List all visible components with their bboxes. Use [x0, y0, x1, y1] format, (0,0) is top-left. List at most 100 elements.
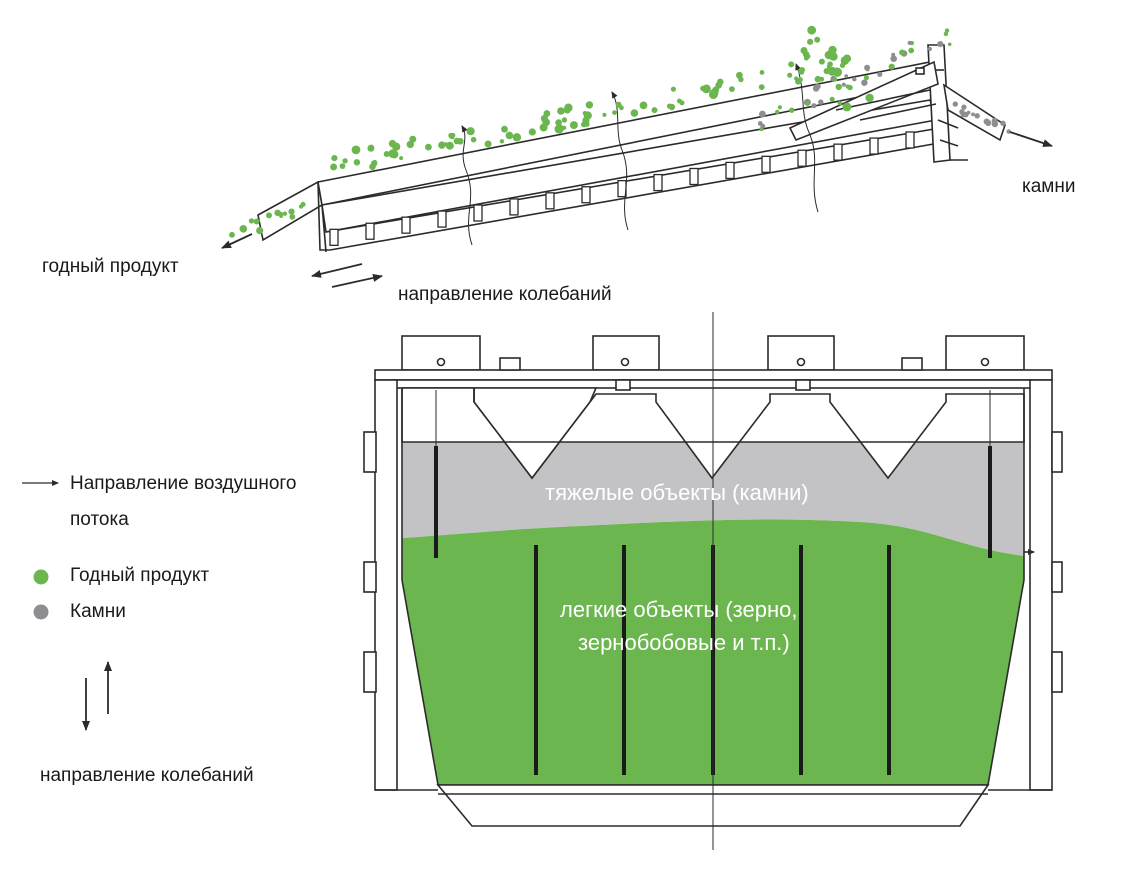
deck-slat	[833, 143, 843, 161]
grain-particle	[543, 110, 551, 117]
stone-particle	[844, 74, 849, 78]
deck-slat	[545, 192, 555, 210]
grain-particle	[630, 109, 639, 117]
grain-particle	[807, 38, 814, 45]
air-flow-label-2: потока	[70, 509, 129, 530]
grain-particle	[457, 138, 464, 145]
stone-particle	[852, 77, 857, 82]
stone-particle	[937, 41, 944, 48]
grain-particle	[612, 110, 617, 115]
stone-particle	[888, 63, 895, 70]
stone-particle	[927, 46, 932, 52]
grain-particle	[788, 61, 795, 68]
grain-particle	[863, 75, 870, 81]
stone-particle	[805, 101, 810, 106]
deck-slat	[869, 137, 879, 155]
grain-particle	[351, 145, 361, 155]
stone-particle	[775, 109, 780, 115]
grain-particle	[837, 100, 843, 106]
deck-slat	[761, 155, 771, 173]
grain-particle	[865, 93, 874, 103]
grain-particle	[729, 86, 735, 92]
stone-particle	[962, 111, 969, 118]
stone-particle	[899, 49, 905, 56]
grain-particle	[615, 101, 622, 108]
grain-particle	[564, 103, 573, 112]
stone-particle	[961, 104, 967, 110]
light-objects-label-2: зернобобовые и т.п.)	[578, 630, 790, 655]
deck-slat	[689, 167, 699, 186]
grain-particle	[282, 211, 288, 216]
stone-particle	[861, 79, 868, 86]
stone-particle	[777, 105, 783, 110]
stone-particle	[971, 112, 975, 117]
deck-slat	[581, 186, 591, 204]
stone-particle	[833, 77, 838, 82]
grain-particle	[330, 163, 338, 171]
grain-particle	[444, 142, 449, 147]
oscillation-top-label: направление колебаний	[398, 284, 612, 305]
oscillation-arrow-left	[311, 263, 363, 278]
grain-particle	[512, 133, 522, 142]
grain-particle	[818, 58, 825, 65]
good-product-top-label: годный продукт	[42, 256, 179, 277]
grain-particle	[542, 118, 550, 127]
deck-slats	[329, 131, 915, 246]
grain-particle	[289, 213, 296, 220]
stone-particle	[835, 83, 842, 91]
grain-particle	[248, 218, 255, 224]
particles	[229, 25, 1011, 238]
stone-particle	[818, 99, 824, 105]
grain-particle	[383, 151, 390, 157]
stone-particle	[908, 47, 915, 54]
grain-particle	[368, 144, 374, 150]
grain-particle	[470, 136, 477, 143]
grain-particle	[828, 45, 837, 55]
grain-particle	[288, 208, 295, 215]
grain-particle	[814, 75, 822, 83]
deck-slat	[329, 228, 339, 246]
stone-particle	[907, 40, 912, 45]
grain-particle	[702, 84, 711, 94]
deck-slat	[365, 222, 375, 240]
stone-particle	[757, 121, 763, 126]
deck-slat	[617, 180, 627, 198]
grain-particle	[651, 107, 658, 114]
stones-dot-icon	[33, 604, 49, 620]
grain-particle	[342, 158, 348, 164]
grain-particle	[679, 100, 685, 106]
grain-particle	[501, 125, 508, 133]
grain-particle	[827, 61, 833, 67]
stone-particle	[789, 107, 795, 113]
grain-particle	[499, 139, 505, 144]
deck-slat	[509, 198, 519, 216]
stone-particle	[1000, 120, 1006, 127]
light-objects-label: легкие объекты (зерно,	[560, 597, 798, 622]
good-product-dot-icon	[33, 569, 49, 585]
grain-particle	[339, 163, 346, 170]
grain-particle	[448, 132, 454, 139]
stone-particle	[890, 55, 897, 62]
deck-slat	[401, 216, 411, 234]
grain-particle	[799, 67, 805, 73]
grain-particle	[557, 107, 565, 115]
stone-particle	[812, 85, 820, 92]
stone-particle	[947, 42, 952, 47]
flow-arrows	[221, 131, 1053, 288]
legend-good-product: Годный продукт	[70, 565, 210, 586]
deck-slat	[653, 173, 663, 192]
stone-particle	[952, 101, 958, 107]
grain-particle	[561, 117, 568, 123]
grain-particle	[274, 209, 281, 216]
stone-particle	[959, 109, 965, 115]
grain-particle	[266, 212, 272, 219]
grain-particle	[797, 77, 803, 83]
deck-slat	[473, 204, 483, 222]
grain-particle	[827, 66, 837, 76]
grain-particle	[585, 101, 594, 109]
grain-particle	[639, 101, 648, 110]
stone-particle	[877, 71, 883, 77]
grain-particle	[814, 36, 821, 43]
deck-slat	[437, 210, 447, 228]
stone-particle	[991, 120, 999, 128]
